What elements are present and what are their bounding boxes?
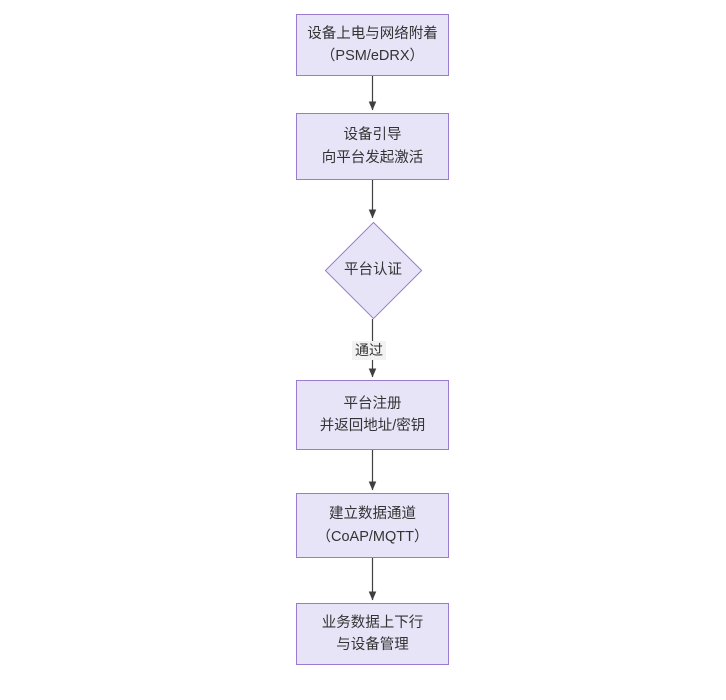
node-data-channel-line1: 建立数据通道 [329, 506, 416, 523]
node-bootstrap-line2: 向平台发起激活 [321, 149, 424, 166]
node-platform-register[interactable]: 平台注册 并返回地址/密钥 [296, 380, 449, 450]
node-business-data-line2: 与设备管理 [336, 637, 409, 653]
node-business-data[interactable]: 业务数据上下行 与设备管理 [296, 603, 449, 665]
edge-label-pass: 通过 [352, 341, 386, 360]
node-platform-register-line2: 并返回地址/密钥 [319, 418, 426, 434]
node-power-on-line2: （PSM/eDRX） [320, 48, 425, 64]
node-platform-auth-decision[interactable]: 平台认证 [324, 221, 422, 319]
node-platform-register-line1: 平台注册 [343, 395, 402, 412]
node-power-on-line1: 设备上电与网络附着 [307, 25, 438, 42]
node-data-channel[interactable]: 建立数据通道 （CoAP/MQTT） [296, 493, 449, 558]
node-data-channel-line2: （CoAP/MQTT） [316, 528, 429, 545]
node-bootstrap-line1: 设备引导 [343, 127, 402, 144]
node-business-data-line1: 业务数据上下行 [321, 614, 424, 631]
node-bootstrap[interactable]: 设备引导 向平台发起激活 [296, 113, 449, 180]
node-power-on[interactable]: 设备上电与网络附着 （PSM/eDRX） [296, 14, 449, 76]
node-platform-auth-label: 平台认证 [344, 261, 402, 278]
